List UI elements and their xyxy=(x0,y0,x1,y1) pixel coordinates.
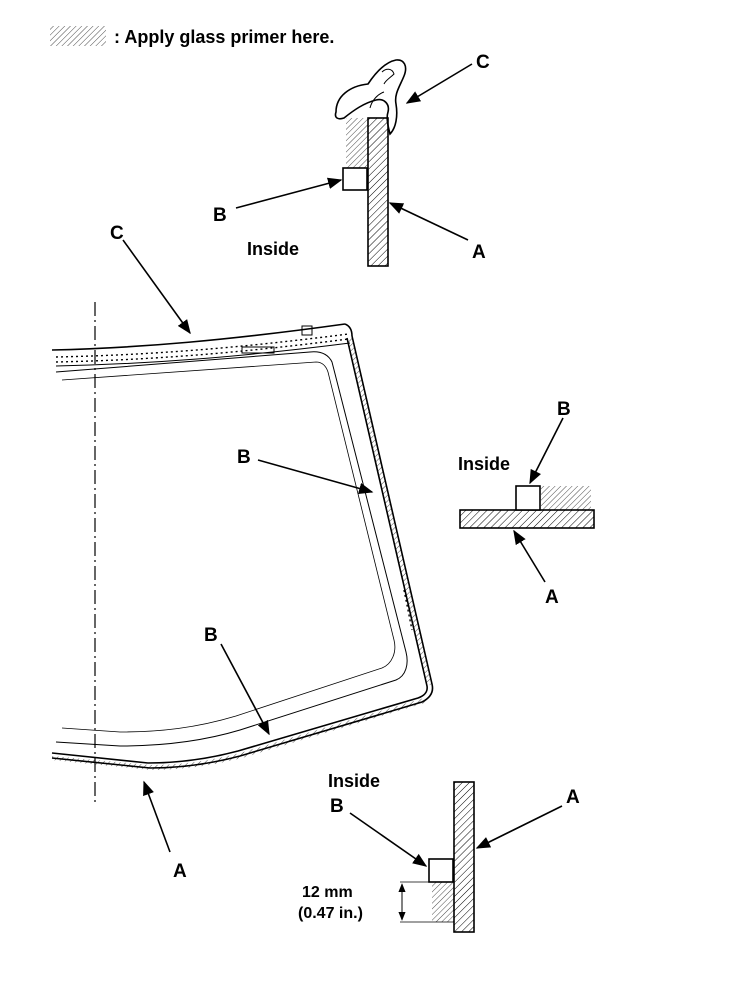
label-a-top: A xyxy=(472,242,486,263)
arrow-c-main xyxy=(122,239,191,335)
glass-section-right xyxy=(459,509,595,529)
arrow-b-main-right xyxy=(257,459,374,495)
glass-section-top xyxy=(367,117,389,267)
arrow-a-top xyxy=(388,202,469,241)
label-b-main-bottom: B xyxy=(204,625,218,646)
label-a-main: A xyxy=(173,861,187,882)
label-b-top: B xyxy=(213,205,227,226)
dimension-inches: (0.47 in.) xyxy=(298,905,363,922)
arrow-c-top xyxy=(405,63,473,104)
label-c-top: C xyxy=(476,52,490,73)
label-a-bottom: A xyxy=(566,787,580,808)
molding-top xyxy=(334,59,407,136)
arrow-b-top xyxy=(235,177,343,209)
label-c-main: C xyxy=(110,223,124,244)
arrow-a-main xyxy=(143,780,171,853)
legend: : Apply glass primer here. xyxy=(50,26,334,47)
label-b-bottom: B xyxy=(330,796,344,817)
adhesive-block-top xyxy=(342,167,368,191)
label-b-main-right: B xyxy=(237,447,251,468)
dimension-mm: 12 mm xyxy=(302,884,353,901)
arrow-a-right xyxy=(513,529,546,583)
label-a-right: A xyxy=(545,587,559,608)
arrow-a-bottom xyxy=(475,805,563,849)
primer-area-top xyxy=(346,118,368,170)
legend-text: : Apply glass primer here. xyxy=(114,27,334,47)
primer-area-bottom xyxy=(432,882,454,922)
adhesive-block-right xyxy=(515,485,541,511)
windshield-view: C B B A xyxy=(51,223,434,882)
detail-right-section: B A Inside xyxy=(458,399,595,608)
detail-bottom-section: Inside B A 12 mm (0.47 in.) xyxy=(298,771,580,933)
inside-label-top: Inside xyxy=(247,239,299,259)
windshield-outer-edge xyxy=(51,335,434,769)
arrow-b-right xyxy=(529,417,564,485)
inside-label-right: Inside xyxy=(458,454,510,474)
arrow-b-main-bottom xyxy=(220,643,270,736)
glass-section-bottom xyxy=(453,781,475,933)
inside-label-bottom: Inside xyxy=(328,771,380,791)
detail-top-molding-section: C B A Inside xyxy=(213,52,490,267)
windshield-top-molding xyxy=(51,323,346,351)
arrow-b-bottom xyxy=(349,812,428,867)
primer-area-right xyxy=(541,486,591,510)
adhesive-block-bottom xyxy=(428,858,454,883)
legend-hatch-swatch xyxy=(50,26,106,46)
label-b-right: B xyxy=(557,399,571,420)
